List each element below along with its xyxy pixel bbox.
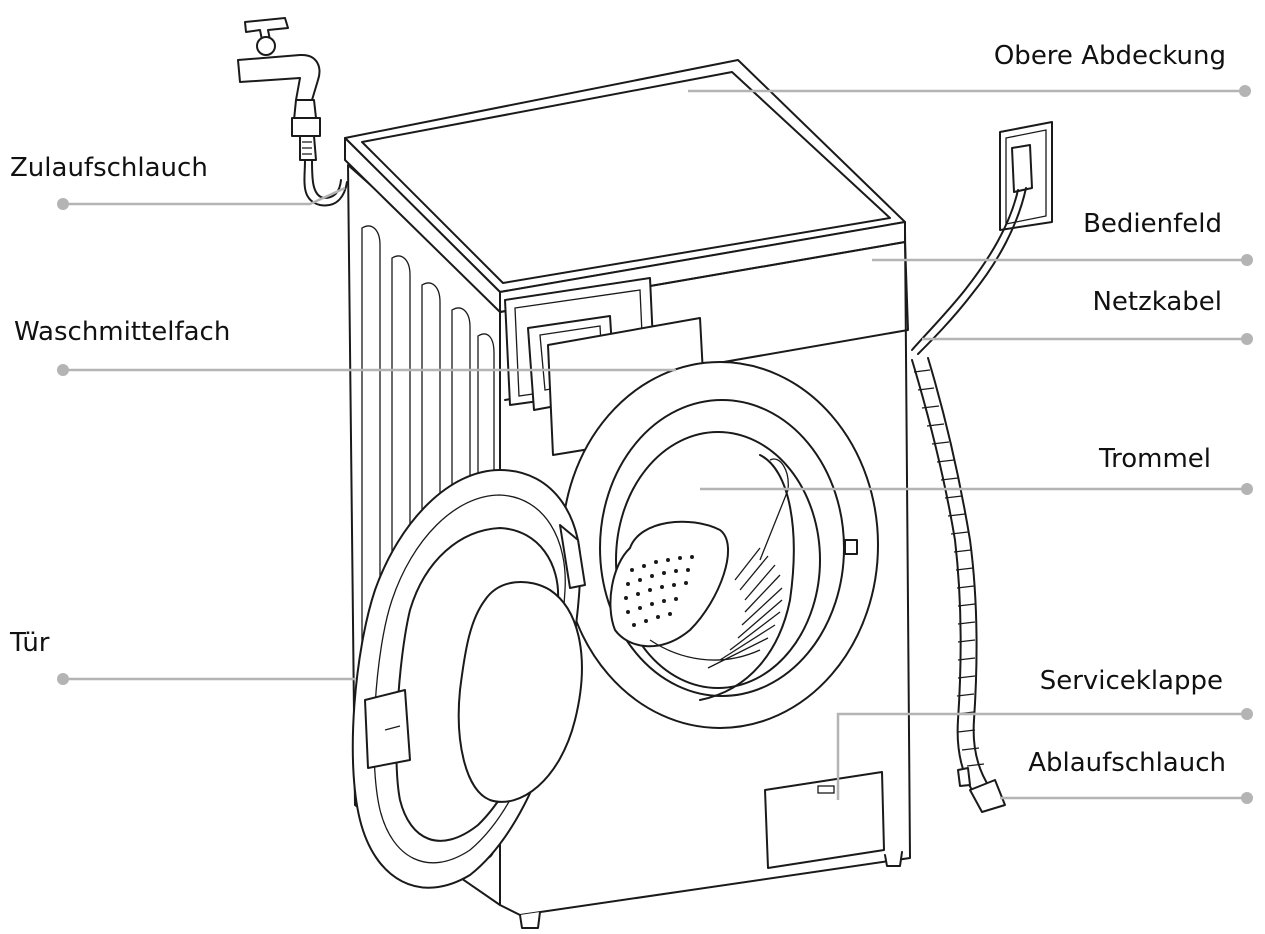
leader-zulaufschlauch — [63, 186, 346, 206]
leader-dot-zulaufschlauch — [57, 198, 69, 210]
label-netzkabel: Netzkabel — [1092, 287, 1222, 317]
labels: Obere Abdeckung Zulaufschlauch Bedienfel… — [9, 41, 1226, 778]
drum-perforations — [624, 555, 694, 627]
washing-machine-illustration — [237, 17, 1053, 929]
foot-front-right — [884, 851, 903, 867]
label-tuer: Tür — [9, 628, 50, 658]
water-tap — [237, 17, 321, 161]
drain-hose — [911, 357, 1006, 813]
label-trommel: Trommel — [1098, 444, 1211, 474]
leader-dot-trommel — [1241, 483, 1253, 495]
leader-dot-netzkabel — [1241, 333, 1253, 345]
leader-dot-serviceklappe — [1241, 708, 1253, 720]
label-bedienfeld: Bedienfeld — [1083, 209, 1222, 239]
label-zulaufschlauch: Zulaufschlauch — [10, 153, 208, 183]
leader-dot-ablaufschlauch — [1241, 792, 1253, 804]
inlet-hose — [303, 159, 348, 207]
leader-dot-obere-abdeckung — [1239, 85, 1251, 97]
label-serviceklappe: Serviceklappe — [1040, 666, 1223, 696]
foot-front-left — [519, 911, 541, 929]
leader-dot-tuer — [57, 673, 69, 685]
label-ablaufschlauch: Ablaufschlauch — [1028, 748, 1226, 778]
leader-dot-bedienfeld — [1241, 254, 1253, 266]
service-hatch — [764, 771, 885, 869]
drum-ribs — [707, 547, 783, 669]
power-cable — [911, 189, 1019, 351]
service-hatch-handle — [817, 785, 835, 794]
open-door — [351, 469, 586, 889]
top-cover-inner — [361, 71, 891, 284]
label-obere-abdeckung: Obere Abdeckung — [994, 41, 1226, 71]
label-waschmittelfach: Waschmittelfach — [14, 317, 230, 347]
leader-dot-waschmittelfach — [57, 364, 69, 376]
drum-interior — [609, 454, 795, 701]
leader-lines — [57, 85, 1253, 804]
door-latch-slot — [844, 539, 858, 555]
leader-serviceklappe — [836, 712, 1247, 800]
wall-socket — [999, 121, 1053, 231]
